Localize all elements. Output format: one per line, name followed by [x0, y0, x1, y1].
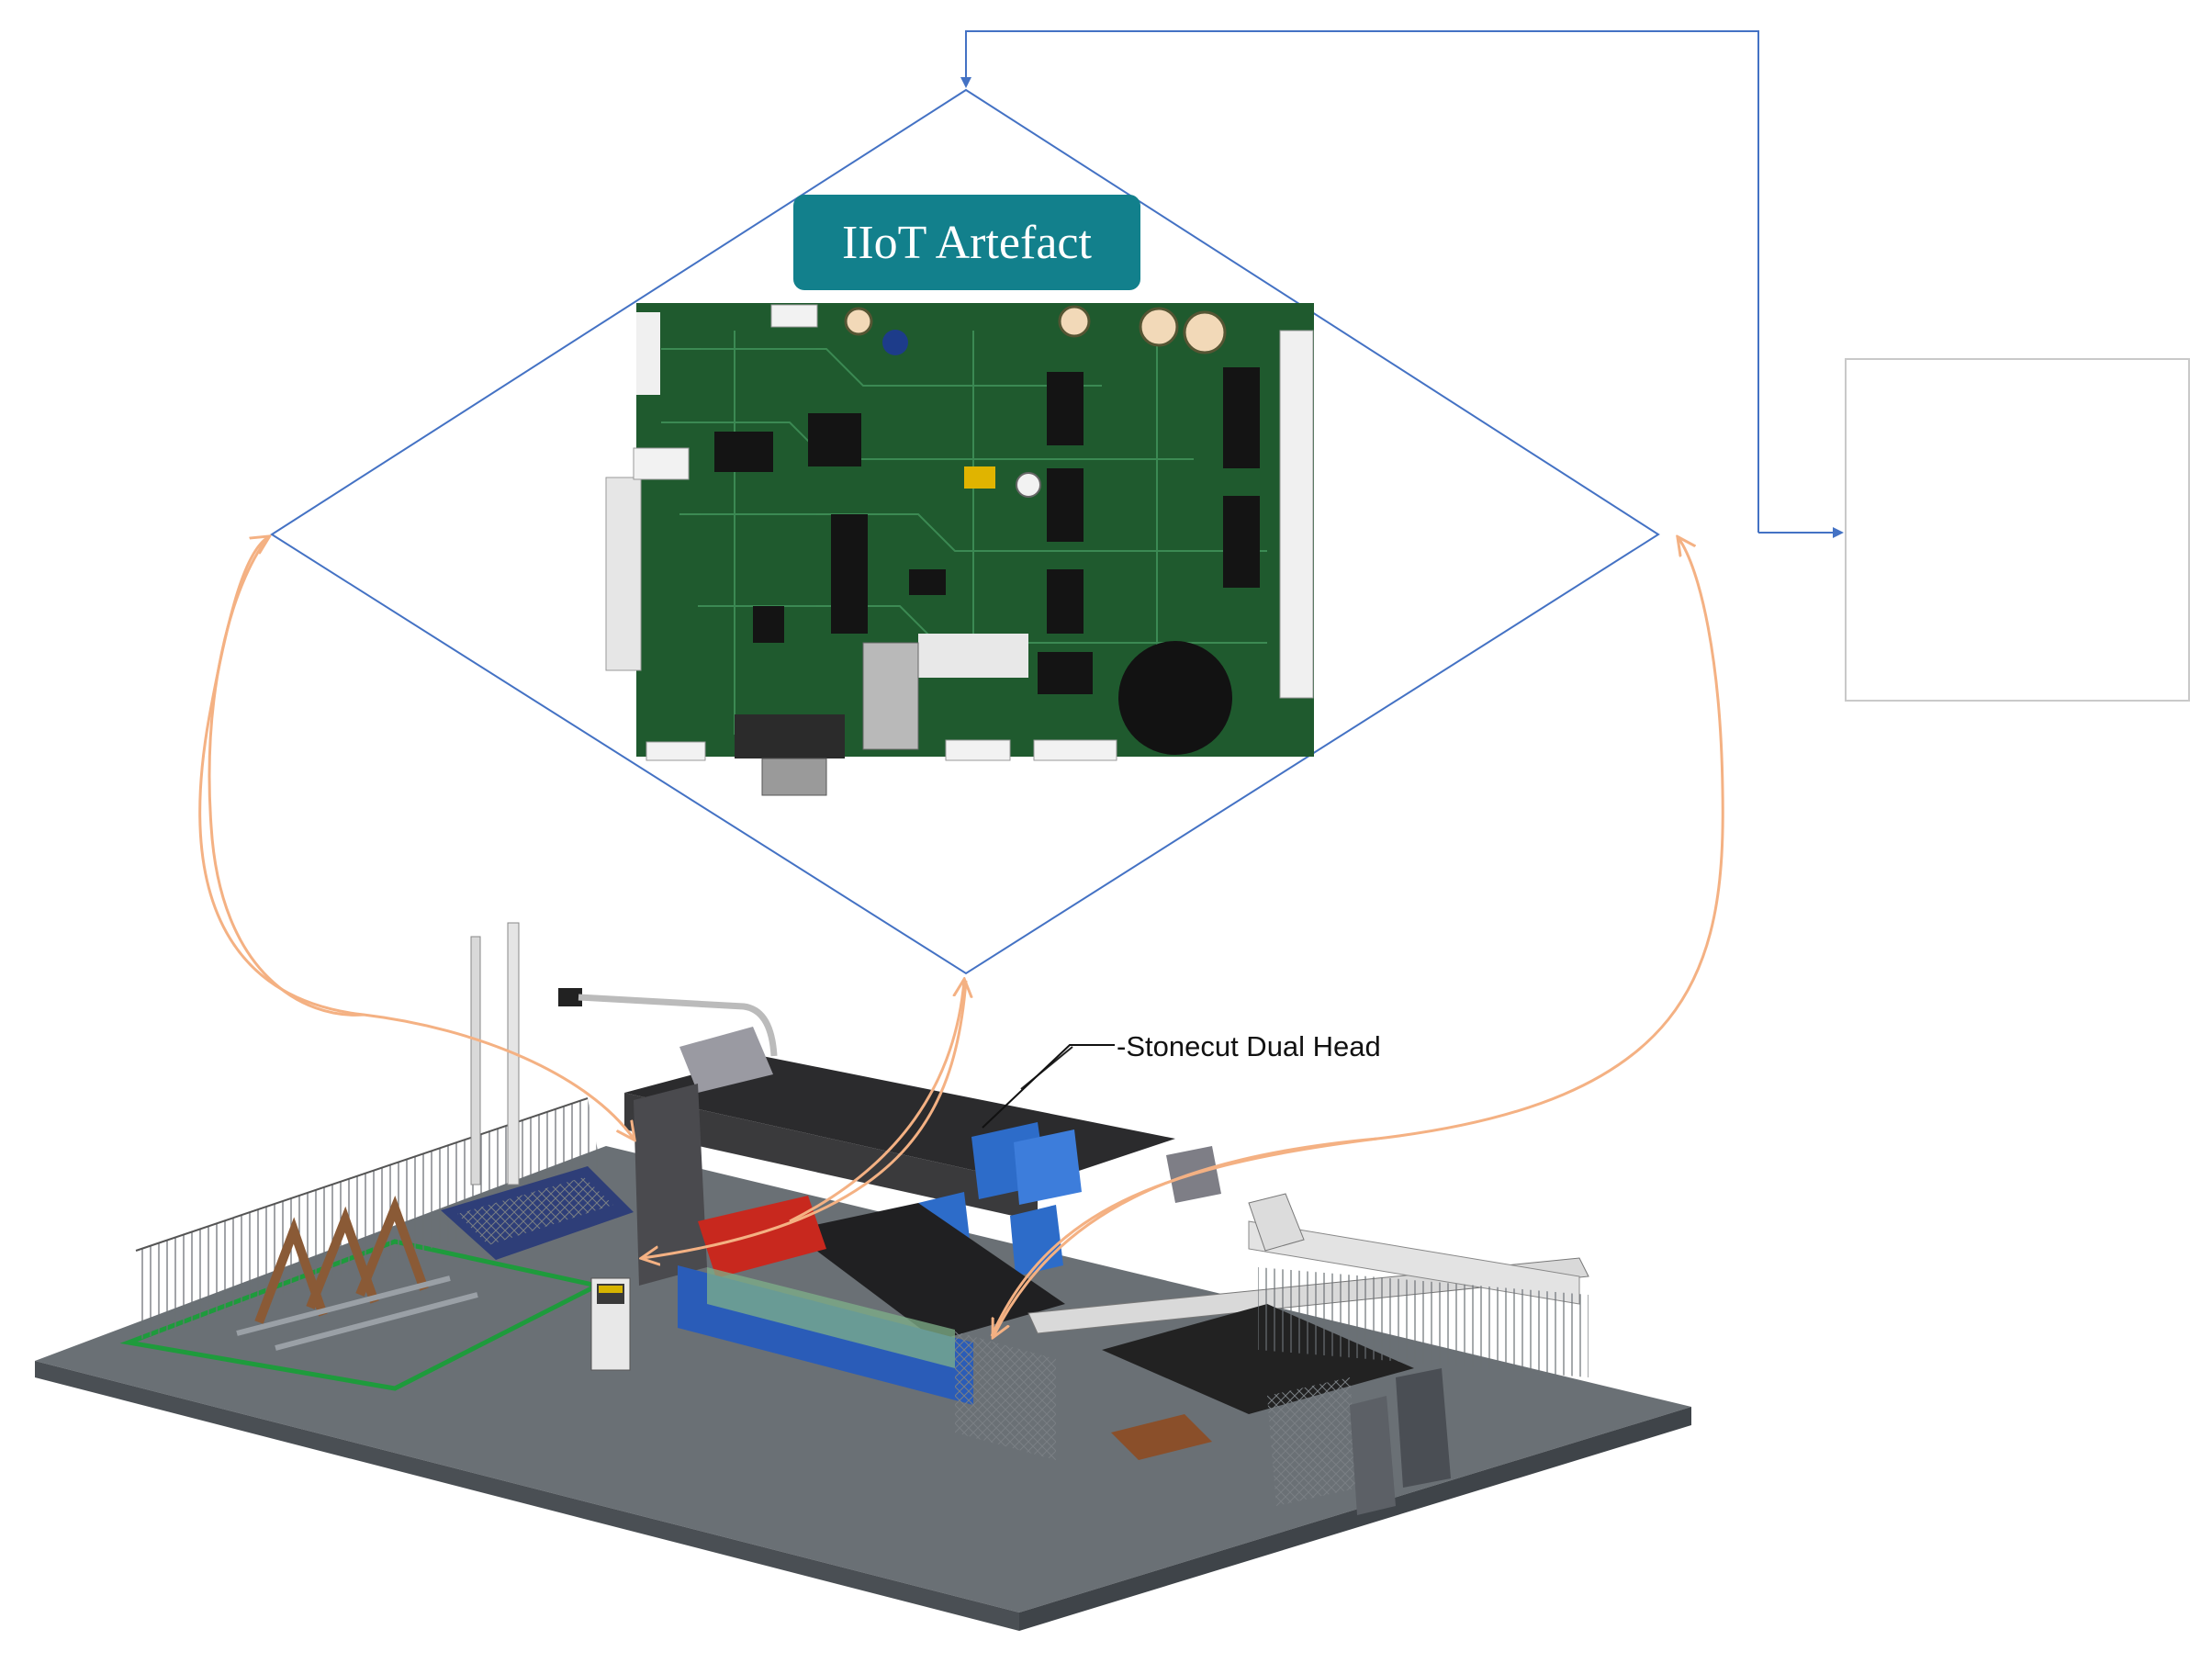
- stonecut-machine-image: [35, 922, 1691, 1631]
- actuator-flow-center-up: [789, 981, 964, 1223]
- actuator-flow-center: [643, 980, 968, 1258]
- artefact-diamond: [270, 88, 1660, 975]
- web-feedback-arrow: [960, 30, 1759, 533]
- sensor-flow-left-up: [198, 537, 365, 1017]
- iiot-artefact-title: IIoT Artefact: [793, 195, 1140, 290]
- www-frame: [1845, 358, 2190, 702]
- sensor-flow-right-down: [994, 1137, 1378, 1336]
- sensor-flow-right-up: [990, 538, 1724, 1337]
- pcb-board-image: [605, 303, 1314, 796]
- sensor-flow-left-down: [208, 536, 634, 1139]
- stonecut-dual-head-label: -Stonecut Dual Head: [1117, 1030, 1381, 1062]
